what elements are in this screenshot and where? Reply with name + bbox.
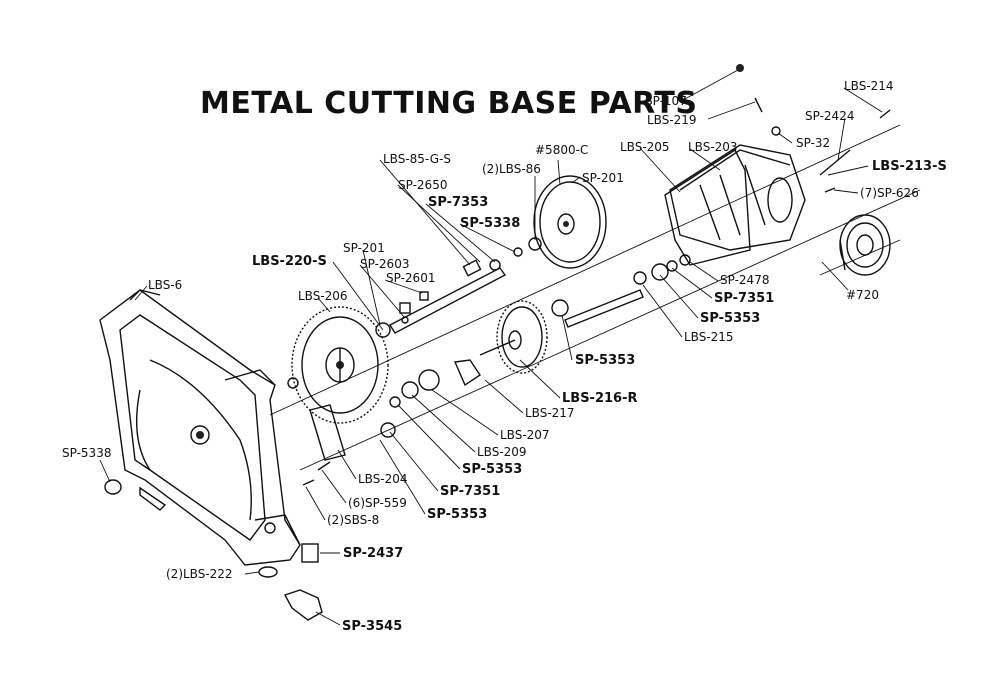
diagram-title: METAL CUTTING BASE PARTS — [200, 86, 698, 121]
label-sp-559: (6)SP-559 — [348, 496, 407, 510]
plug-sp-2437 — [301, 543, 319, 563]
label-lbs-209: LBS-209 — [477, 445, 527, 459]
label-sp-2601: SP-2601 — [386, 271, 435, 285]
label-lbs-207: LBS-207 — [500, 428, 550, 442]
label-sp-201-a: SP-201 — [582, 171, 624, 185]
axis-line-main — [269, 124, 901, 416]
label-lbs-217: LBS-217 — [525, 406, 575, 420]
label-sp-7351-b: SP-7351 — [440, 484, 500, 499]
base-housing-lbs-6 — [99, 289, 301, 566]
leader-lines — [99, 69, 883, 626]
label-720: #720 — [846, 288, 879, 302]
axis-line-lower — [299, 189, 921, 471]
pulley-5800-c — [533, 175, 607, 269]
label-sp-5353-b: SP-5353 — [575, 353, 635, 368]
label-lbs-215: LBS-215 — [684, 330, 734, 344]
label-lbs-204: LBS-204 — [358, 472, 408, 486]
label-sp-5338-b: SP-5338 — [62, 446, 111, 460]
label-sp-107: SP-107 — [645, 94, 687, 108]
shaft-lbs-215 — [564, 289, 644, 328]
label-lbs-85-g-s: LBS-85-G-S — [383, 152, 451, 166]
label-sp-7351-a: SP-7351 — [714, 291, 774, 306]
part-labels: SP-107 LBS-219 SP-32 LBS-214 SP-2424 LBS… — [62, 79, 947, 634]
label-lbs-205: LBS-205 — [620, 140, 670, 154]
label-lbs-213-s: LBS-213-S — [872, 159, 947, 174]
label-lbs-86: (2)LBS-86 — [482, 162, 541, 176]
label-sp-5338-a: SP-5338 — [460, 216, 520, 231]
label-lbs-203: LBS-203 — [688, 140, 738, 154]
small-parts — [104, 64, 891, 621]
label-sp-32: SP-32 — [796, 136, 830, 150]
label-sp-5353-c: SP-5353 — [462, 462, 522, 477]
cover-lbs-203 — [669, 144, 806, 251]
pulley-720 — [839, 214, 891, 276]
label-sp-3545: SP-3545 — [342, 619, 402, 634]
label-sbs-8: (2)SBS-8 — [327, 513, 379, 527]
label-sp-7353: SP-7353 — [428, 195, 488, 210]
label-sp-5353-d: SP-5353 — [427, 507, 487, 522]
label-sp-2424: SP-2424 — [805, 109, 854, 123]
axis-line-pulley — [819, 239, 901, 276]
label-sp-2603: SP-2603 — [360, 257, 409, 271]
gasket-lbs-205 — [664, 148, 751, 266]
label-lbs-6: LBS-6 — [148, 278, 182, 292]
label-sp-2437: SP-2437 — [343, 546, 403, 561]
label-sp-201-b: SP-201 — [343, 241, 385, 255]
label-lbs-214: LBS-214 — [844, 79, 894, 93]
label-sp-2478: SP-2478 — [720, 273, 769, 287]
label-lbs-206: LBS-206 — [298, 289, 348, 303]
label-lbs-216-r: LBS-216-R — [562, 391, 638, 406]
shaft-lbs-85-g-s — [389, 259, 507, 334]
label-lbs-220-s: LBS-220-S — [252, 254, 327, 269]
label-5800-c: #5800-C — [535, 143, 588, 157]
label-sp-2650: SP-2650 — [398, 178, 447, 192]
label-lbs-219: LBS-219 — [647, 113, 697, 127]
label-sp-626: (7)SP-626 — [860, 186, 919, 200]
label-sp-5353-a: SP-5353 — [700, 311, 760, 326]
label-lbs-222: (2)LBS-222 — [166, 567, 233, 581]
gear-lbs-206 — [291, 306, 389, 424]
gear-lbs-216-r — [479, 300, 548, 374]
